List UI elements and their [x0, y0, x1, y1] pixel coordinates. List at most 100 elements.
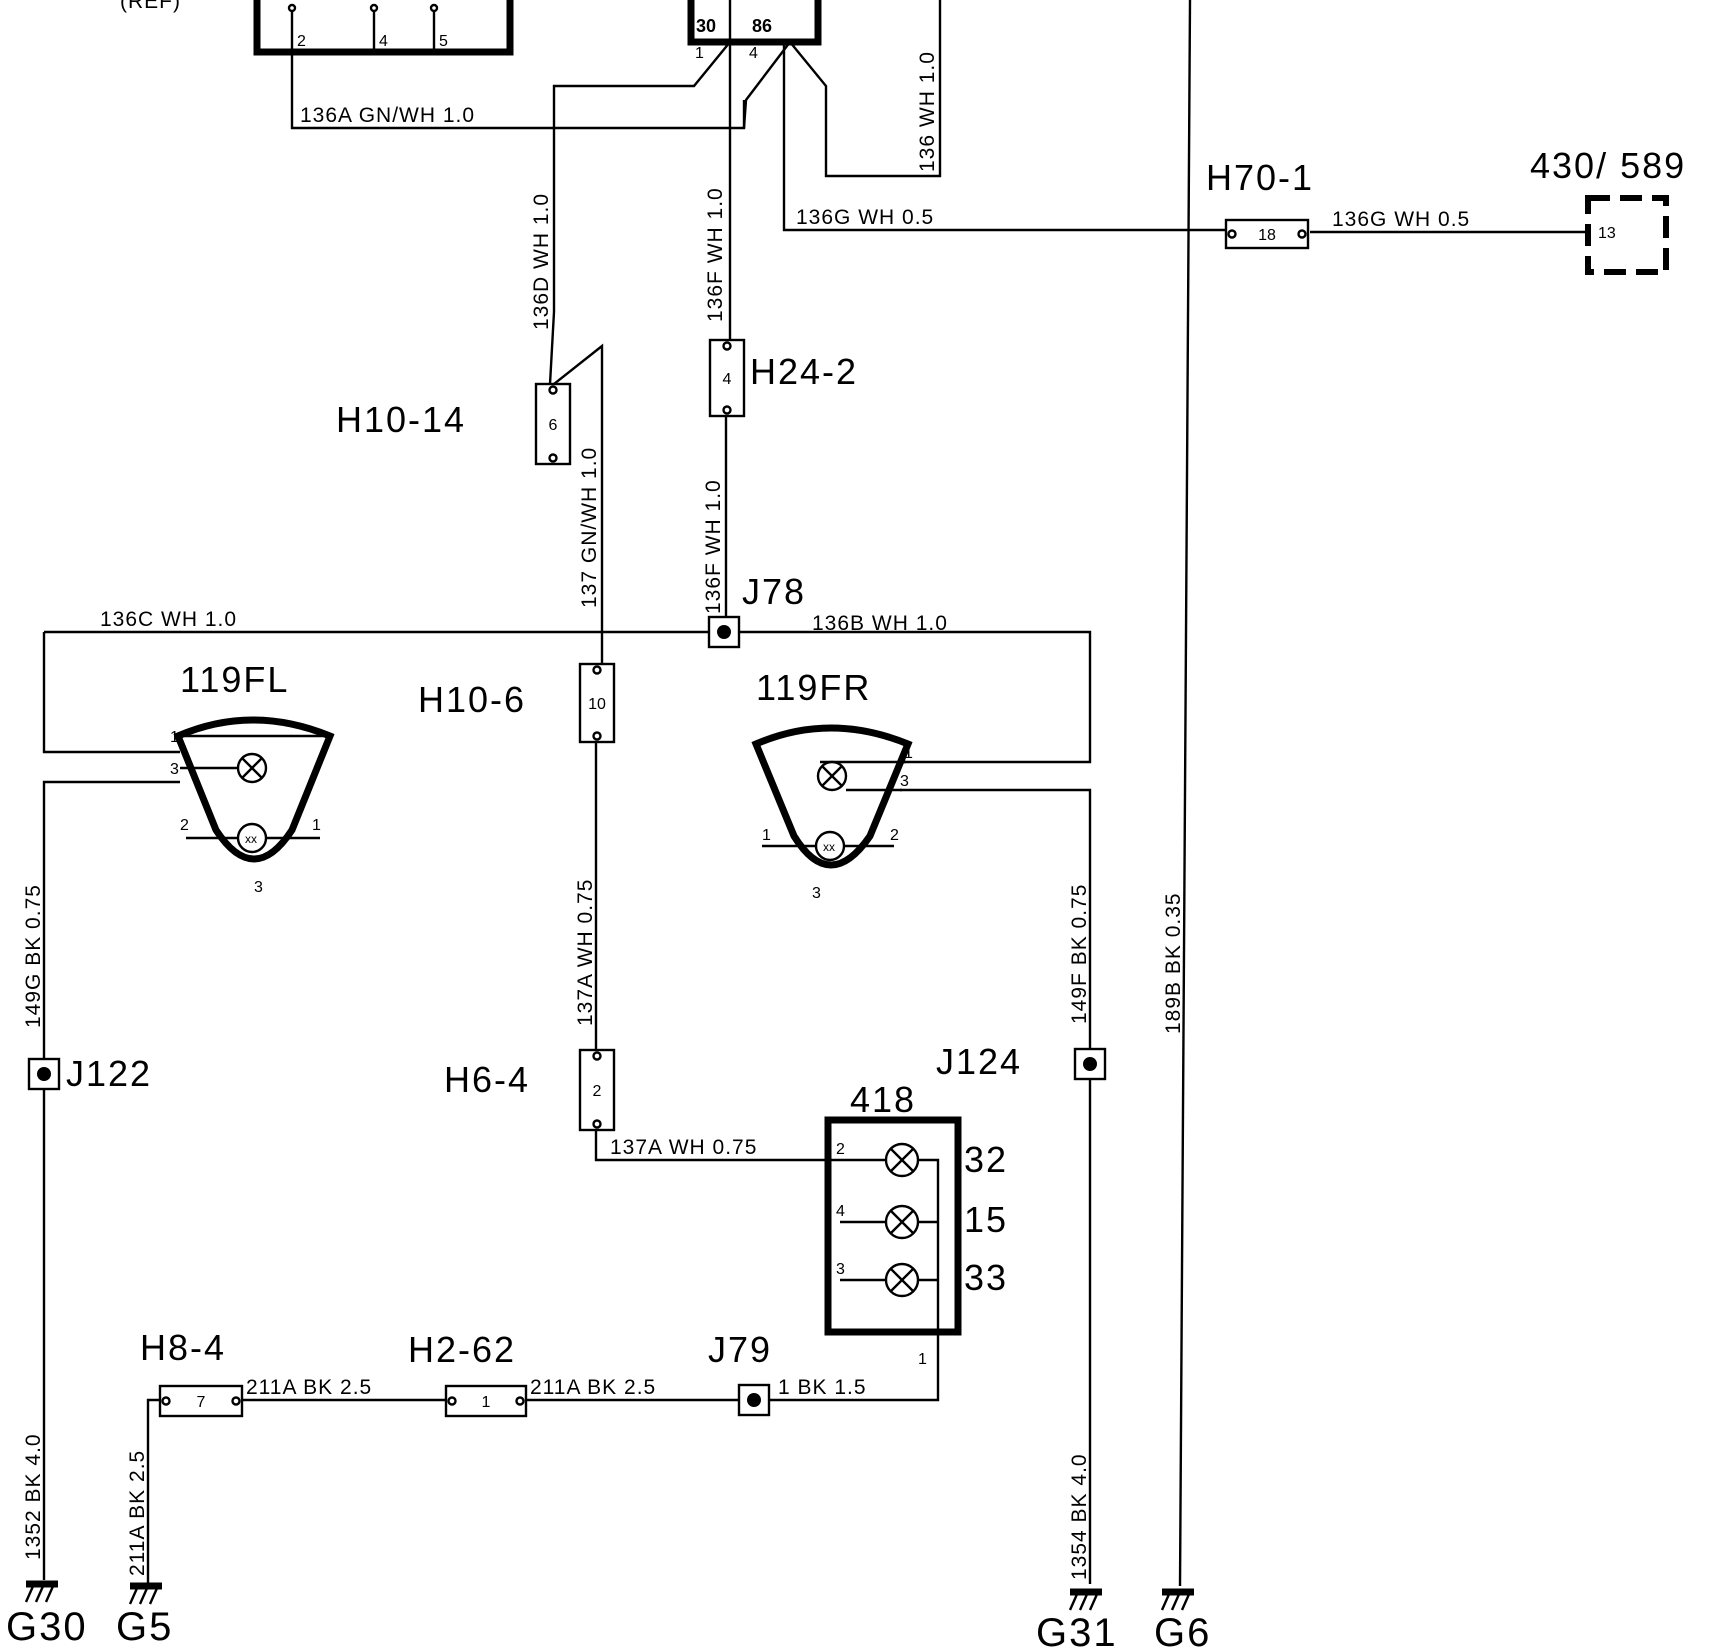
junction-label: J124	[936, 1041, 1022, 1082]
svg-text:xx: xx	[245, 832, 257, 846]
pin-label: 3	[836, 1261, 845, 1278]
connector-label: H10-14	[336, 399, 466, 440]
bulb-label: 15	[964, 1199, 1008, 1240]
top-left-module: (REF) 2 4 5	[120, 0, 514, 56]
wire-label: 136G WH 0.5	[796, 206, 934, 229]
wire-label: 211A BK 2.5	[246, 1376, 372, 1399]
wire-label: 136A GN/WH 1.0	[300, 104, 475, 127]
component-label: 430/ 589	[1530, 145, 1686, 186]
grounds	[24, 1580, 1194, 1611]
connector-label: H8-4	[140, 1327, 226, 1368]
module-418: 2 4 3 1 32 15 33	[824, 1116, 1008, 1368]
connector-label: H70-1	[1206, 157, 1314, 198]
pin-label: 2	[297, 33, 306, 50]
bulb-icon	[814, 830, 846, 862]
relay-pin-1: 1	[695, 45, 704, 62]
pin-label: 4	[836, 1203, 845, 1220]
junction-j122	[27, 1057, 61, 1091]
wire-label: 149F BK 0.75	[1068, 884, 1091, 1024]
pin-label: 13	[1598, 225, 1616, 242]
wire-label: 189B BK 0.35	[1162, 892, 1185, 1034]
wire-label: 136 WH 1.0	[916, 51, 939, 172]
connector-h6-4: 2	[578, 1048, 616, 1132]
connector-pin-label: 4	[723, 371, 732, 388]
connector-h70-1: 18	[1224, 218, 1310, 250]
relay-terminal-30: 30	[696, 16, 716, 36]
relay-pin-4: 4	[749, 45, 758, 62]
pin-label: 3	[812, 885, 821, 902]
pin-label: 1	[762, 827, 771, 844]
component-430-589: 13	[1585, 195, 1669, 275]
junction-label: J79	[708, 1329, 772, 1370]
junction-label: J78	[742, 571, 806, 612]
wire-label: 136G WH 0.5	[1332, 208, 1470, 231]
junction-label: J122	[66, 1053, 152, 1094]
wire-label: 137A WH 0.75	[574, 879, 597, 1026]
wire-label: 136F WH 1.0	[704, 187, 727, 322]
ground-icon	[24, 1580, 58, 1603]
header-partial-label: (REF)	[120, 0, 181, 13]
wire-label: 1 BK 1.5	[778, 1376, 867, 1399]
lamp-119fl: xx 1 3 2 1 3	[170, 716, 335, 896]
pin-label: 2	[836, 1141, 845, 1158]
ground-icon	[1068, 1588, 1102, 1611]
wire-label: 1354 BK 4.0	[1068, 1453, 1091, 1580]
bulb-label: 32	[964, 1139, 1008, 1180]
connector-label: H10-6	[418, 679, 526, 720]
pin-label: 4	[379, 33, 388, 50]
connector-h8-4: 7	[158, 1384, 244, 1418]
component-label: 119FR	[756, 667, 871, 708]
connector-h2-62: 1	[444, 1384, 528, 1418]
junctions	[27, 615, 1107, 1417]
pin-label: 3	[900, 773, 909, 790]
pin-label: 1	[918, 1351, 927, 1368]
pin-label: 1	[170, 729, 179, 746]
junction-j78	[707, 615, 741, 649]
connector-label: H6-4	[444, 1059, 530, 1100]
wires	[42, 0, 1588, 1587]
bulb-icon	[236, 822, 268, 854]
junction-j124	[1073, 1047, 1107, 1081]
component-label: 119FL	[180, 659, 289, 700]
wire-labels-vertical: 136D WH 1.0 136F WH 1.0 136 WH 1.0 137 G…	[22, 51, 1185, 1580]
pin-label: 2	[890, 827, 899, 844]
ground-label: G30	[6, 1605, 88, 1648]
pin-label: 1	[312, 817, 321, 834]
wire-label: 1352 BK 4.0	[22, 1433, 45, 1560]
wire-label: 149G BK 0.75	[22, 884, 45, 1028]
svg-text:xx: xx	[823, 840, 835, 854]
wire-label: 211A BK 2.5	[126, 1450, 149, 1576]
ground-icon	[128, 1582, 162, 1605]
connector-label: H24-2	[750, 351, 858, 392]
pin-label: 2	[180, 817, 189, 834]
connector-h24-2: 4	[708, 338, 746, 418]
connector-pin-label: 18	[1258, 227, 1276, 244]
connector-h10-6: 10	[578, 662, 616, 744]
connector-h10-14: 6	[534, 382, 572, 466]
wire-labels-horizontal: 136A GN/WH 1.0 136G WH 0.5 136G WH 0.5 1…	[100, 104, 1470, 1399]
connectors: 18 6 4 10 2 7 1	[158, 218, 1310, 1418]
pin-label: 1	[904, 745, 913, 762]
wire-label: 136D WH 1.0	[530, 193, 553, 330]
relay-terminal-86: 86	[752, 16, 772, 36]
component-labels: H70-1 430/ 589 H10-14 H24-2 H10-6 119FL …	[6, 145, 1686, 1648]
connector-pin-label: 6	[549, 417, 558, 434]
pin-label: 5	[439, 33, 448, 50]
lamp-119fr: xx 1 3 1 2 3	[751, 724, 913, 902]
pin-label: 3	[170, 761, 179, 778]
connector-pin-label: 1	[482, 1394, 491, 1411]
pin-label: 3	[254, 879, 263, 896]
connector-label: H2-62	[408, 1329, 516, 1370]
ground-label: G6	[1154, 1611, 1211, 1648]
wire-label: 136F WH 1.0	[702, 479, 725, 614]
component-label: 418	[850, 1079, 916, 1120]
wire-label: 137 GN/WH 1.0	[578, 447, 601, 608]
wire-label: 211A BK 2.5	[530, 1376, 656, 1399]
ground-label: G5	[116, 1605, 173, 1648]
ground-label: G31	[1036, 1611, 1118, 1648]
connector-pin-label: 2	[593, 1083, 602, 1100]
bulb-label: 33	[964, 1257, 1008, 1298]
junction-j79	[737, 1383, 771, 1417]
wire-label: 136B WH 1.0	[812, 612, 948, 635]
